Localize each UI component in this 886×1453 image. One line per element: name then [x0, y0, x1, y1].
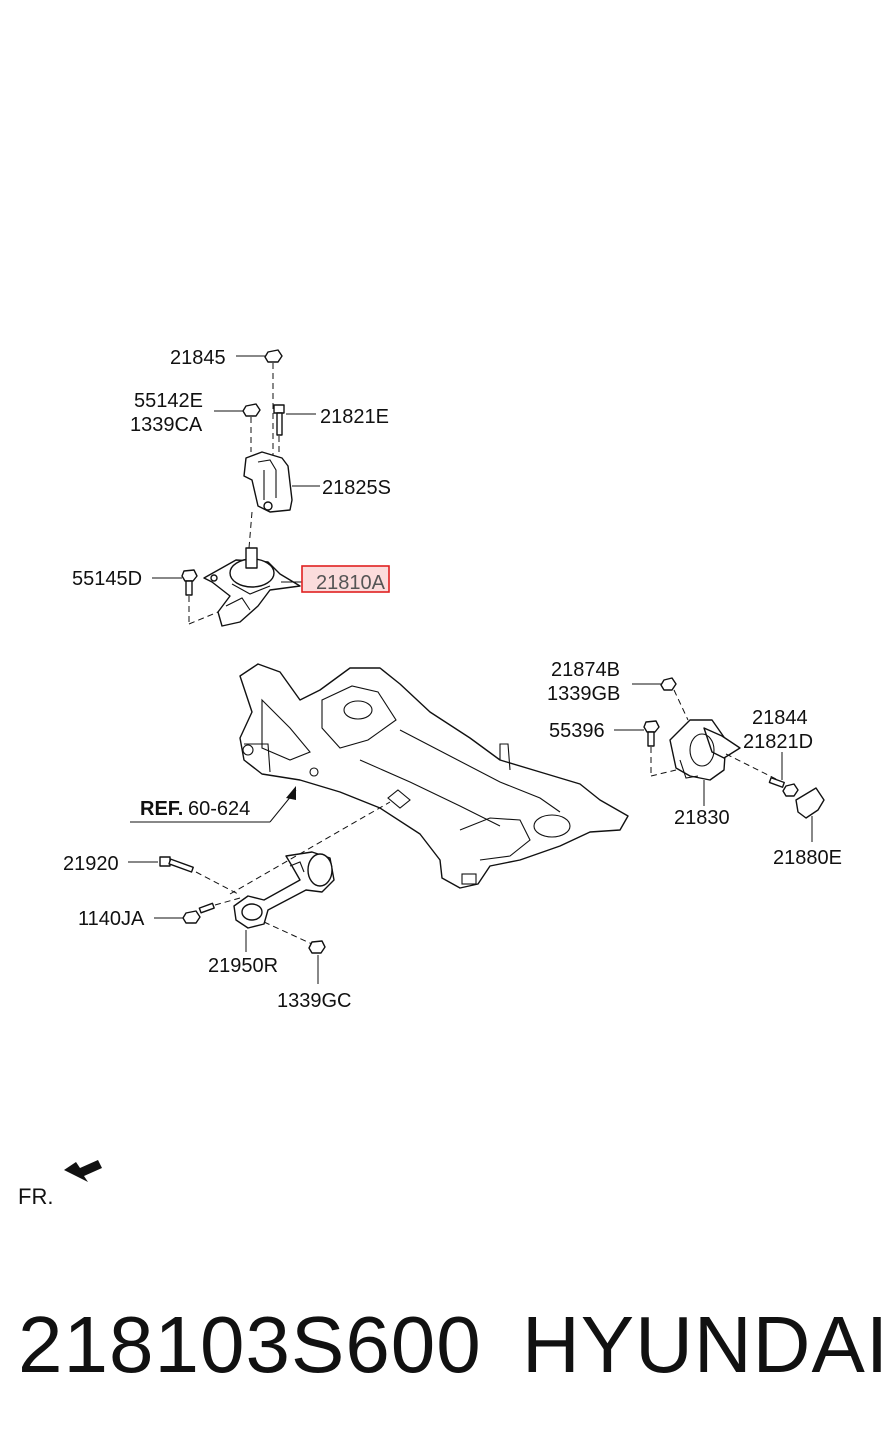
label-21810A[interactable]: 21810A [316, 572, 386, 594]
nut-1339GC [308, 940, 326, 984]
label-front: FR. [18, 1184, 53, 1209]
ref-prefix: REF. [140, 798, 183, 820]
subframe [130, 663, 629, 889]
label-1339GC: 1339GC [277, 990, 352, 1012]
label-21821E: 21821E [320, 406, 389, 428]
roll-rod-assembly [128, 801, 391, 984]
brand-name: HYUNDAI [522, 1300, 886, 1389]
caption: 218103S600 HYUNDAI [18, 1290, 886, 1400]
nut-21874B [632, 677, 689, 721]
bracket-21825S [243, 451, 320, 549]
part-number: 218103S600 [18, 1300, 482, 1389]
front-arrow-icon [64, 1160, 102, 1182]
highlight-box-21810A [301, 565, 390, 593]
label-21825S: 21825S [322, 477, 391, 499]
label-21920: 21920 [63, 853, 119, 875]
ref-number: 60-624 [188, 798, 250, 820]
label-21874B: 21874B [551, 659, 620, 681]
roll-rod-21950R [229, 801, 391, 952]
label-1339CA: 1339CA [130, 414, 203, 436]
nut-21845 [236, 349, 283, 455]
label-55396: 55396 [549, 720, 605, 742]
plate-21880E [795, 787, 825, 842]
label-21950R: 21950R [208, 955, 278, 977]
engine-mount-assembly [152, 349, 320, 627]
label-21821D: 21821D [743, 731, 813, 753]
nut-55142E [214, 403, 261, 452]
mount-21830 [669, 719, 783, 806]
bolt-1140JA [154, 897, 241, 924]
bolt-55396 [614, 720, 677, 777]
label-1140JA: 1140JA [78, 908, 145, 930]
transmission-mount-assembly [614, 677, 825, 842]
label-21830: 21830 [674, 807, 730, 829]
label-1339GB: 1339GB [547, 683, 620, 705]
mount-21810A [203, 547, 304, 627]
bolt-21821E [273, 404, 316, 455]
label-21880E: 21880E [773, 847, 842, 869]
bolt-21821D [768, 752, 799, 797]
label-55145D: 55145D [72, 568, 142, 590]
bolt-21920 [128, 856, 239, 895]
label-21845: 21845 [170, 347, 226, 369]
bolt-55145D [152, 569, 219, 625]
label-55142E: 55142E [134, 390, 203, 412]
label-21844: 21844 [752, 707, 808, 729]
